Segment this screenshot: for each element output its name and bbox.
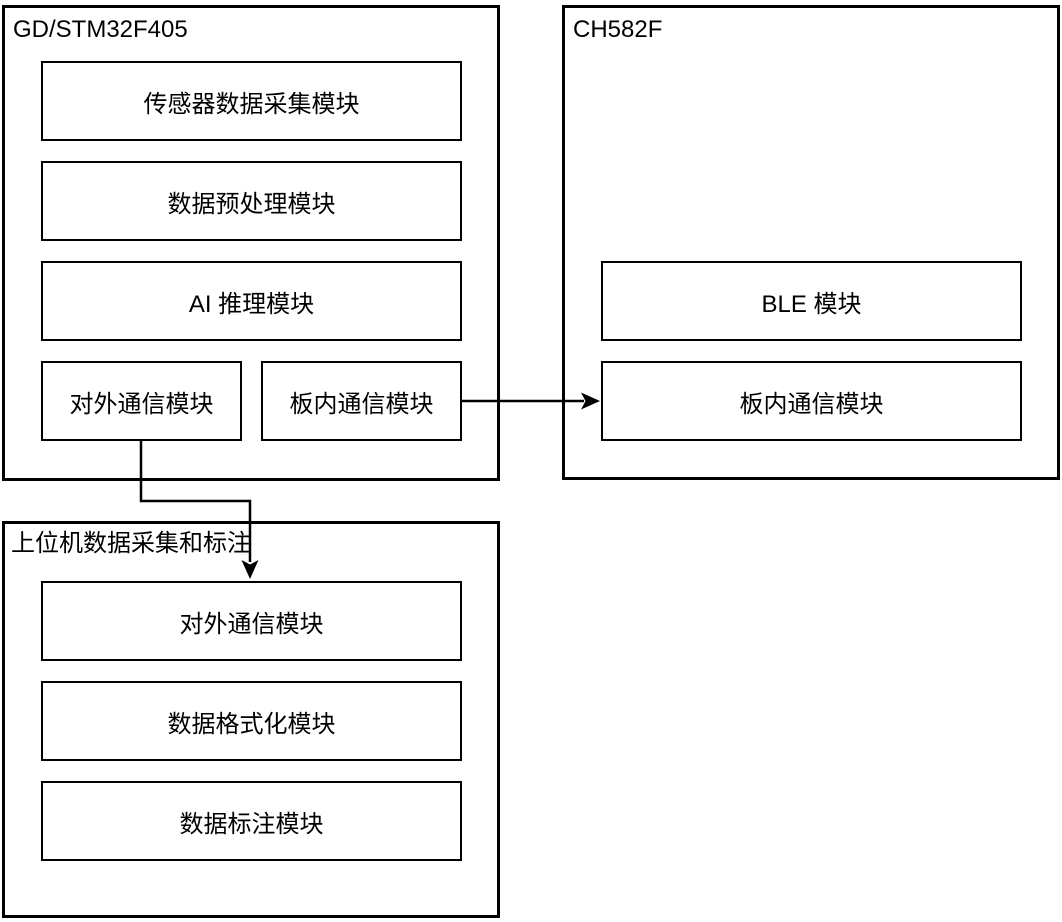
box-onboard-comm-ch582f: 板内通信模块 [601, 361, 1022, 441]
box-data-formatting: 数据格式化模块 [41, 681, 462, 761]
box-data-preprocessing: 数据预处理模块 [41, 161, 462, 241]
box-ble-module: BLE 模块 [601, 261, 1022, 341]
group-title-host-annotation: 上位机数据采集和标注 [11, 530, 251, 557]
group-title-gd-stm32f405: GD/STM32F405 [13, 16, 188, 43]
box-ai-inference: AI 推理模块 [41, 261, 462, 341]
box-sensor-data-acquisition: 传感器数据采集模块 [41, 61, 462, 141]
group-title-ch582f: CH582F [573, 16, 663, 43]
box-data-annotation: 数据标注模块 [41, 781, 462, 861]
box-onboard-comm-gd: 板内通信模块 [261, 361, 462, 441]
box-external-comm-gd: 对外通信模块 [41, 361, 242, 441]
box-external-comm-host: 对外通信模块 [41, 581, 462, 661]
